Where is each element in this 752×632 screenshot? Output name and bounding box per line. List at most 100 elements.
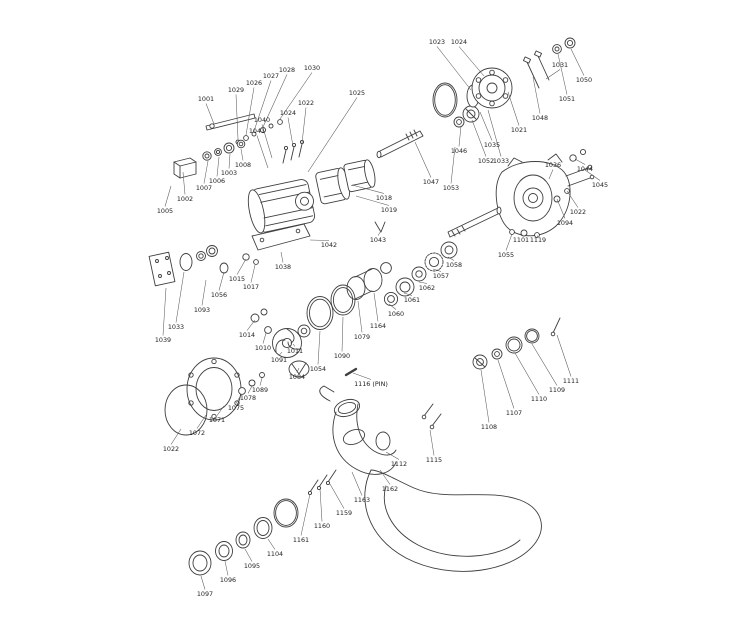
leader-line: [352, 372, 372, 380]
leader-line: [319, 488, 323, 522]
leader-line: [301, 107, 307, 144]
part-label: 1021: [511, 126, 527, 134]
leader-line: [471, 119, 487, 157]
part-coupler-front: [315, 167, 351, 205]
leader-line: [351, 184, 385, 194]
leader-line: [458, 46, 485, 77]
leader-line: [556, 198, 566, 219]
leader-line: [262, 74, 288, 128]
part-label: 1104: [267, 550, 283, 558]
leader-line: [262, 332, 267, 344]
part-label: 1039: [155, 336, 171, 344]
leader-line: [450, 146, 456, 184]
leader-line: [548, 169, 554, 180]
leader-line: [385, 451, 400, 460]
leader-line: [261, 124, 273, 159]
part-label: 1060: [388, 310, 404, 318]
part-seal-ring-series: [188, 498, 299, 576]
leader-line: [246, 319, 256, 331]
leader-line: [250, 264, 256, 283]
part-impeller: [272, 324, 311, 358]
part-ring-set-center: [306, 262, 392, 330]
leader-line: [247, 385, 253, 394]
part-label: 1031: [552, 61, 568, 69]
part-bolt-set-nozzle: [307, 469, 337, 496]
leader-line: [497, 359, 515, 409]
part-label: 1036: [545, 161, 561, 169]
part-bolt-pair: [421, 403, 442, 430]
part-label: 1027: [263, 72, 279, 80]
part-label: 1043: [370, 236, 386, 244]
part-label: 1040: [254, 116, 270, 124]
leader-line: [557, 53, 568, 95]
part-scoop-plate: [364, 469, 542, 572]
part-gasket-plate: [148, 245, 259, 287]
part-mount-block: [173, 157, 197, 179]
part-label: 1025: [349, 89, 365, 97]
leader-line: [556, 334, 572, 377]
leader-line: [436, 46, 472, 91]
part-clip: [374, 221, 386, 233]
part-bearing-pair: [453, 105, 480, 128]
part-label: 1163: [354, 496, 370, 504]
leader-line: [351, 471, 363, 496]
leader-line: [256, 135, 269, 169]
part-label: 1003: [221, 169, 237, 177]
part-label: 1164: [370, 322, 386, 330]
leader-line: [574, 158, 586, 165]
part-stud-set-right: [553, 148, 595, 203]
leader-line: [566, 190, 579, 208]
part-gear-stack: [383, 241, 458, 307]
leader-line: [373, 292, 379, 322]
leader-line: [235, 394, 242, 404]
part-label: 1053: [443, 184, 459, 192]
leader-line: [280, 251, 284, 263]
leader-line: [196, 414, 207, 429]
part-stator: [288, 360, 310, 378]
leader-line: [317, 330, 321, 365]
part-pin: [344, 367, 358, 377]
part-label: 1041: [249, 127, 265, 135]
part-label: 1097: [197, 590, 213, 598]
part-label: 1072: [189, 429, 205, 437]
part-bolt-set-top-right: [522, 37, 576, 89]
part-label: 1023: [429, 38, 445, 46]
leader-line: [520, 235, 526, 237]
part-label: 1019: [381, 206, 397, 214]
part-label: 1006: [209, 177, 225, 185]
part-washer-set-right: [472, 317, 561, 370]
leader-line: [545, 69, 561, 80]
leader-line: [487, 109, 502, 157]
leader-line: [300, 493, 311, 536]
leader-line: [480, 369, 490, 423]
part-spline-shaft: [376, 129, 424, 159]
part-label: 1112: [391, 460, 407, 468]
part-label: 1055: [498, 251, 514, 259]
part-label: 1002: [177, 195, 193, 203]
leader-line: [162, 287, 167, 336]
part-shaft-keys: [250, 308, 272, 334]
part-label: 1095: [244, 562, 260, 570]
part-label: 1022: [570, 208, 586, 216]
leader-line: [584, 169, 601, 181]
part-label: 1026: [246, 79, 262, 87]
part-label: 1115: [426, 456, 442, 464]
part-mount-bracket: [251, 223, 311, 251]
part-o-ring-large: [432, 82, 458, 118]
part-label: 1046: [451, 147, 467, 155]
part-coupler-rear: [343, 159, 376, 193]
leader-line: [414, 141, 432, 178]
leader-line: [279, 72, 313, 120]
part-label: 1084: [289, 373, 305, 381]
leader-line: [432, 268, 442, 272]
part-label: 1008: [235, 161, 251, 169]
leader-line: [309, 239, 330, 241]
part-label: 1058: [446, 261, 462, 269]
part-label: 1030: [304, 64, 320, 72]
part-label: 1078: [240, 394, 256, 402]
leader-line: [429, 429, 435, 456]
part-label: 1109: [549, 386, 565, 394]
leader-line: [200, 575, 206, 590]
